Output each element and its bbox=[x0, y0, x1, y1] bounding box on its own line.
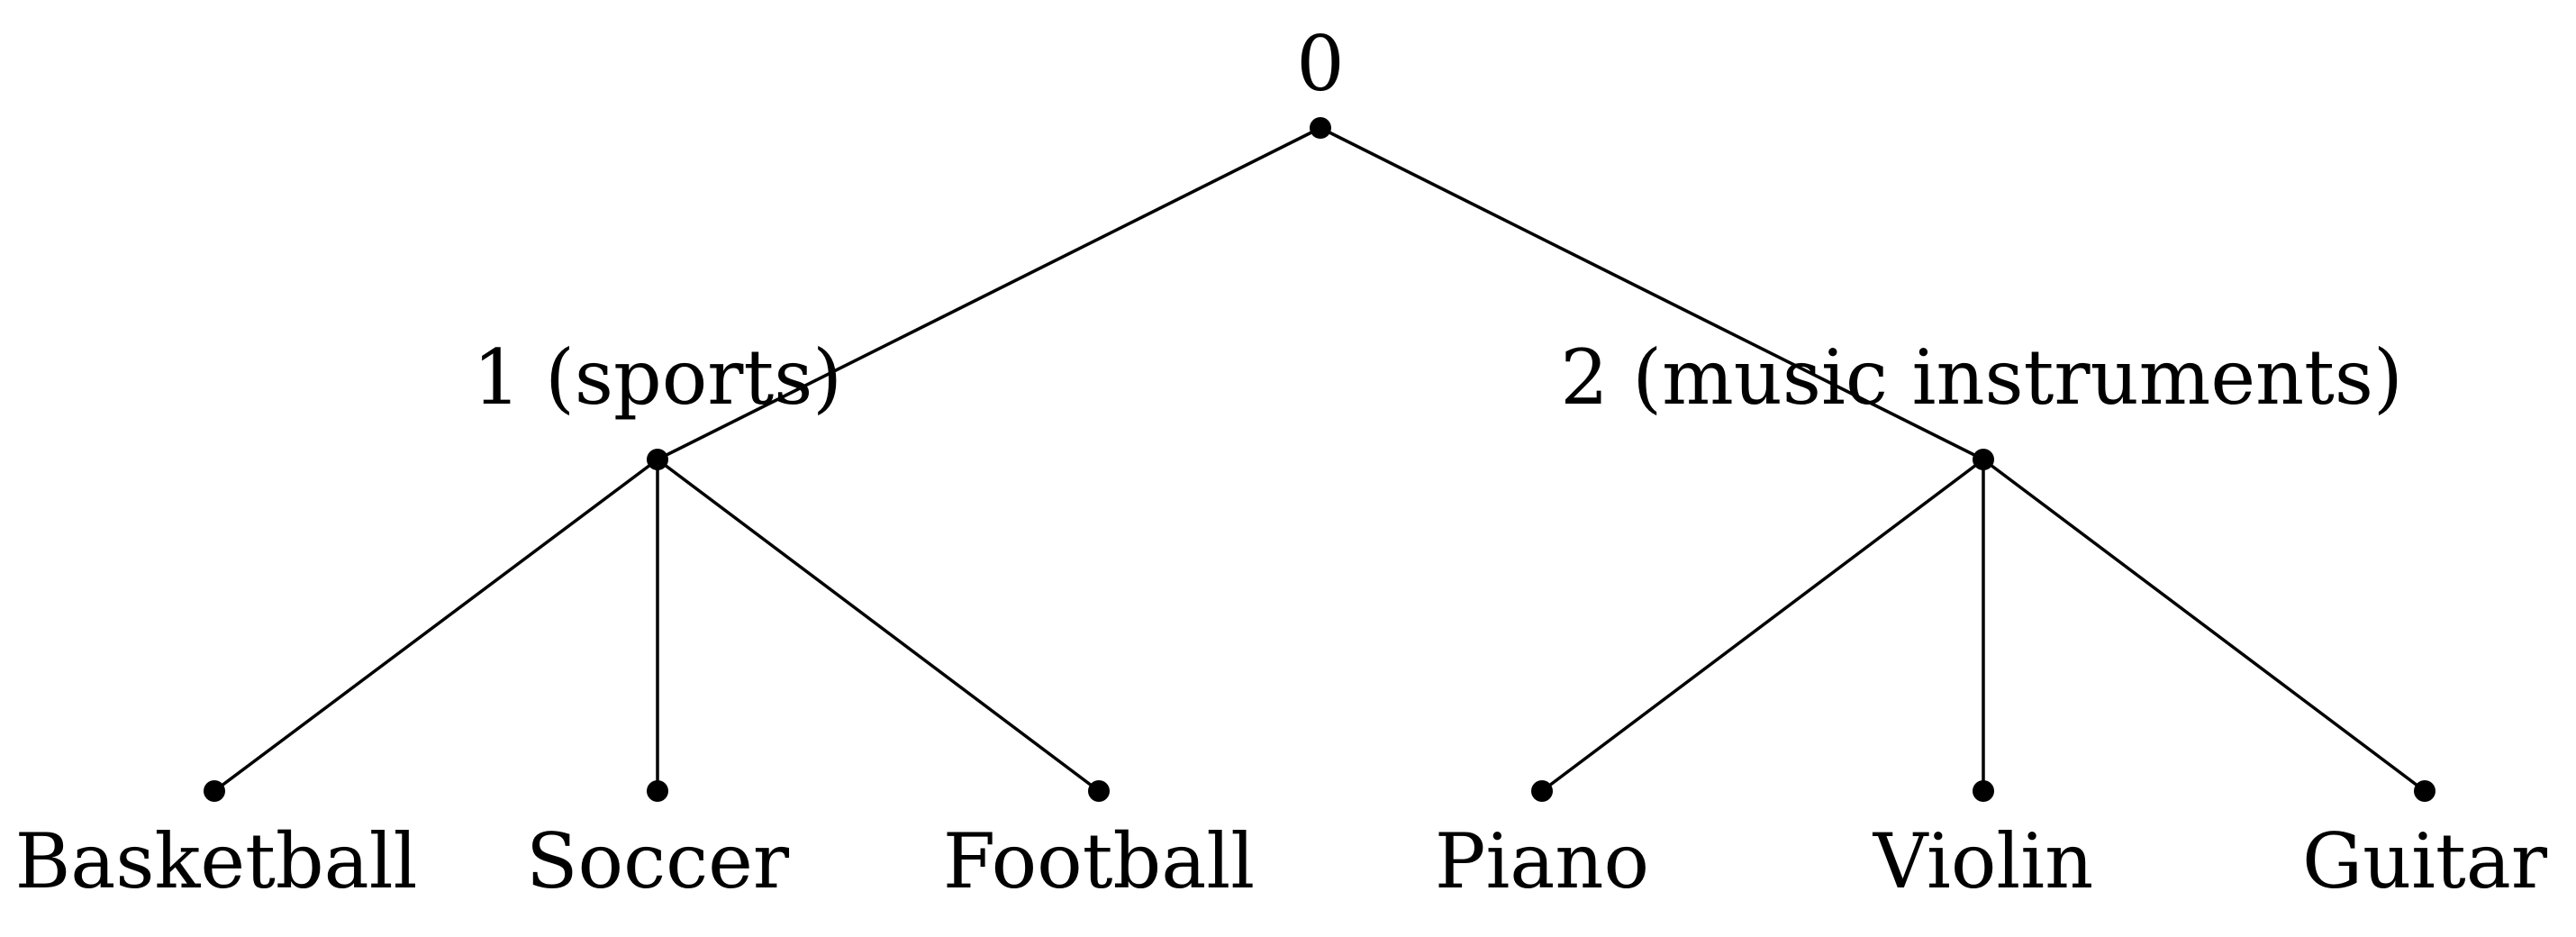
tree-labels: 0 1 (sports) 2 (music instruments) Baske… bbox=[15, 20, 2548, 905]
node-root bbox=[1310, 117, 1331, 139]
tree-edges bbox=[213, 126, 2426, 793]
edge-sports-basketball bbox=[213, 458, 659, 793]
label-piano: Piano bbox=[1435, 817, 1649, 905]
label-sports: 1 (sports) bbox=[473, 333, 842, 422]
label-root: 0 bbox=[1296, 20, 1344, 108]
node-sports bbox=[647, 449, 668, 470]
tree-nodes bbox=[204, 117, 2435, 802]
node-soccer bbox=[647, 780, 668, 802]
node-guitar bbox=[2414, 780, 2435, 802]
edge-music-guitar bbox=[1982, 458, 2426, 793]
node-violin bbox=[1973, 780, 1994, 802]
node-basketball bbox=[204, 780, 225, 802]
edge-music-piano bbox=[1540, 458, 1985, 793]
label-soccer: Soccer bbox=[526, 817, 790, 905]
label-music: 2 (music instruments) bbox=[1560, 333, 2403, 422]
node-music bbox=[1973, 449, 1994, 470]
edge-root-sports bbox=[657, 126, 1321, 461]
label-football: Football bbox=[943, 817, 1255, 905]
node-piano bbox=[1531, 780, 1553, 802]
label-guitar: Guitar bbox=[2302, 817, 2548, 905]
label-violin: Violin bbox=[1873, 817, 2093, 905]
edge-root-music bbox=[1320, 126, 1984, 461]
label-basketball: Basketball bbox=[15, 817, 418, 905]
node-football bbox=[1088, 780, 1110, 802]
edge-sports-football bbox=[656, 458, 1101, 793]
